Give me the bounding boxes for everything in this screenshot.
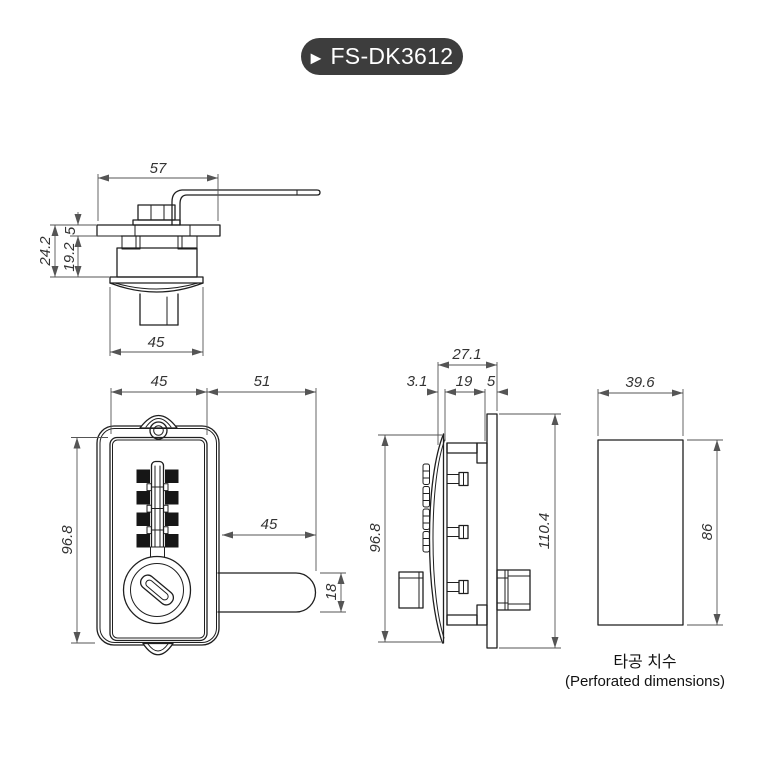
dim-24-2: 24.2 [37,236,54,267]
lock-body-top [109,247,204,293]
cam-nut [132,204,181,226]
latch-bolt [217,572,317,613]
bezel-profile [428,433,448,644]
dim-18: 18 [323,583,340,600]
cutout-caption-korean: 타공 치수 [613,653,676,671]
cutout-caption-english: (Perforated dimensions) [565,673,725,690]
cutout-view: 39.6 86 타공 치수 (Perforated dimensions) [565,374,725,690]
dim-86: 86 [699,523,716,540]
dim-96-8-side: 96.8 [367,523,384,553]
dim-19-2: 19.2 [61,242,78,272]
key-cylinder-side [398,571,424,609]
mounting-posts [446,442,488,626]
front-view: 45 51 96.8 45 18 [59,373,346,656]
mounting-clips [121,235,198,250]
lock-body-front [96,414,220,656]
cam-lever [171,189,321,226]
model-label: FS-DK3612 [330,43,454,69]
dim-96-8-front: 96.8 [59,525,76,555]
spindle-shaft [139,293,179,326]
dim-5-side: 5 [487,373,496,390]
dim-27-1: 27.1 [451,346,481,363]
dim-3-1: 3.1 [407,373,428,390]
model-badge: ▶ FS-DK3612 [301,38,463,75]
flange-plate [96,224,221,237]
side-view: 27.1 3.1 19 5 96.8 110.4 [367,346,561,649]
dim-45-latch: 45 [261,516,278,533]
top-view-dimensions: 57 5 19.2 24.2 45 [37,160,219,356]
dim-45-front: 45 [151,373,168,390]
cutout-rectangle [597,439,684,626]
dim-110-4: 110.4 [536,513,553,549]
cutout-dimensions: 39.6 86 [597,374,723,626]
keyhole-slot [139,574,175,606]
dim-45-top-view: 45 [148,334,165,351]
back-plate [486,413,498,649]
key-cylinder[interactable] [122,555,192,625]
dim-39-6: 39.6 [625,374,655,391]
dial-wheels-side [422,463,430,553]
dial-column[interactable] [136,460,179,558]
top-view: 57 5 19.2 24.2 45 [37,160,321,356]
dim-19: 19 [456,373,473,390]
dim-57: 57 [150,160,167,177]
side-view-dimensions: 27.1 3.1 19 5 96.8 110.4 [367,346,561,649]
front-view-dimensions: 45 51 96.8 45 18 [59,373,346,644]
bottom-ear [142,642,174,656]
dim-51: 51 [254,373,271,390]
play-icon: ▶ [310,49,322,65]
latch-side [496,569,531,611]
dim-5: 5 [62,226,79,235]
